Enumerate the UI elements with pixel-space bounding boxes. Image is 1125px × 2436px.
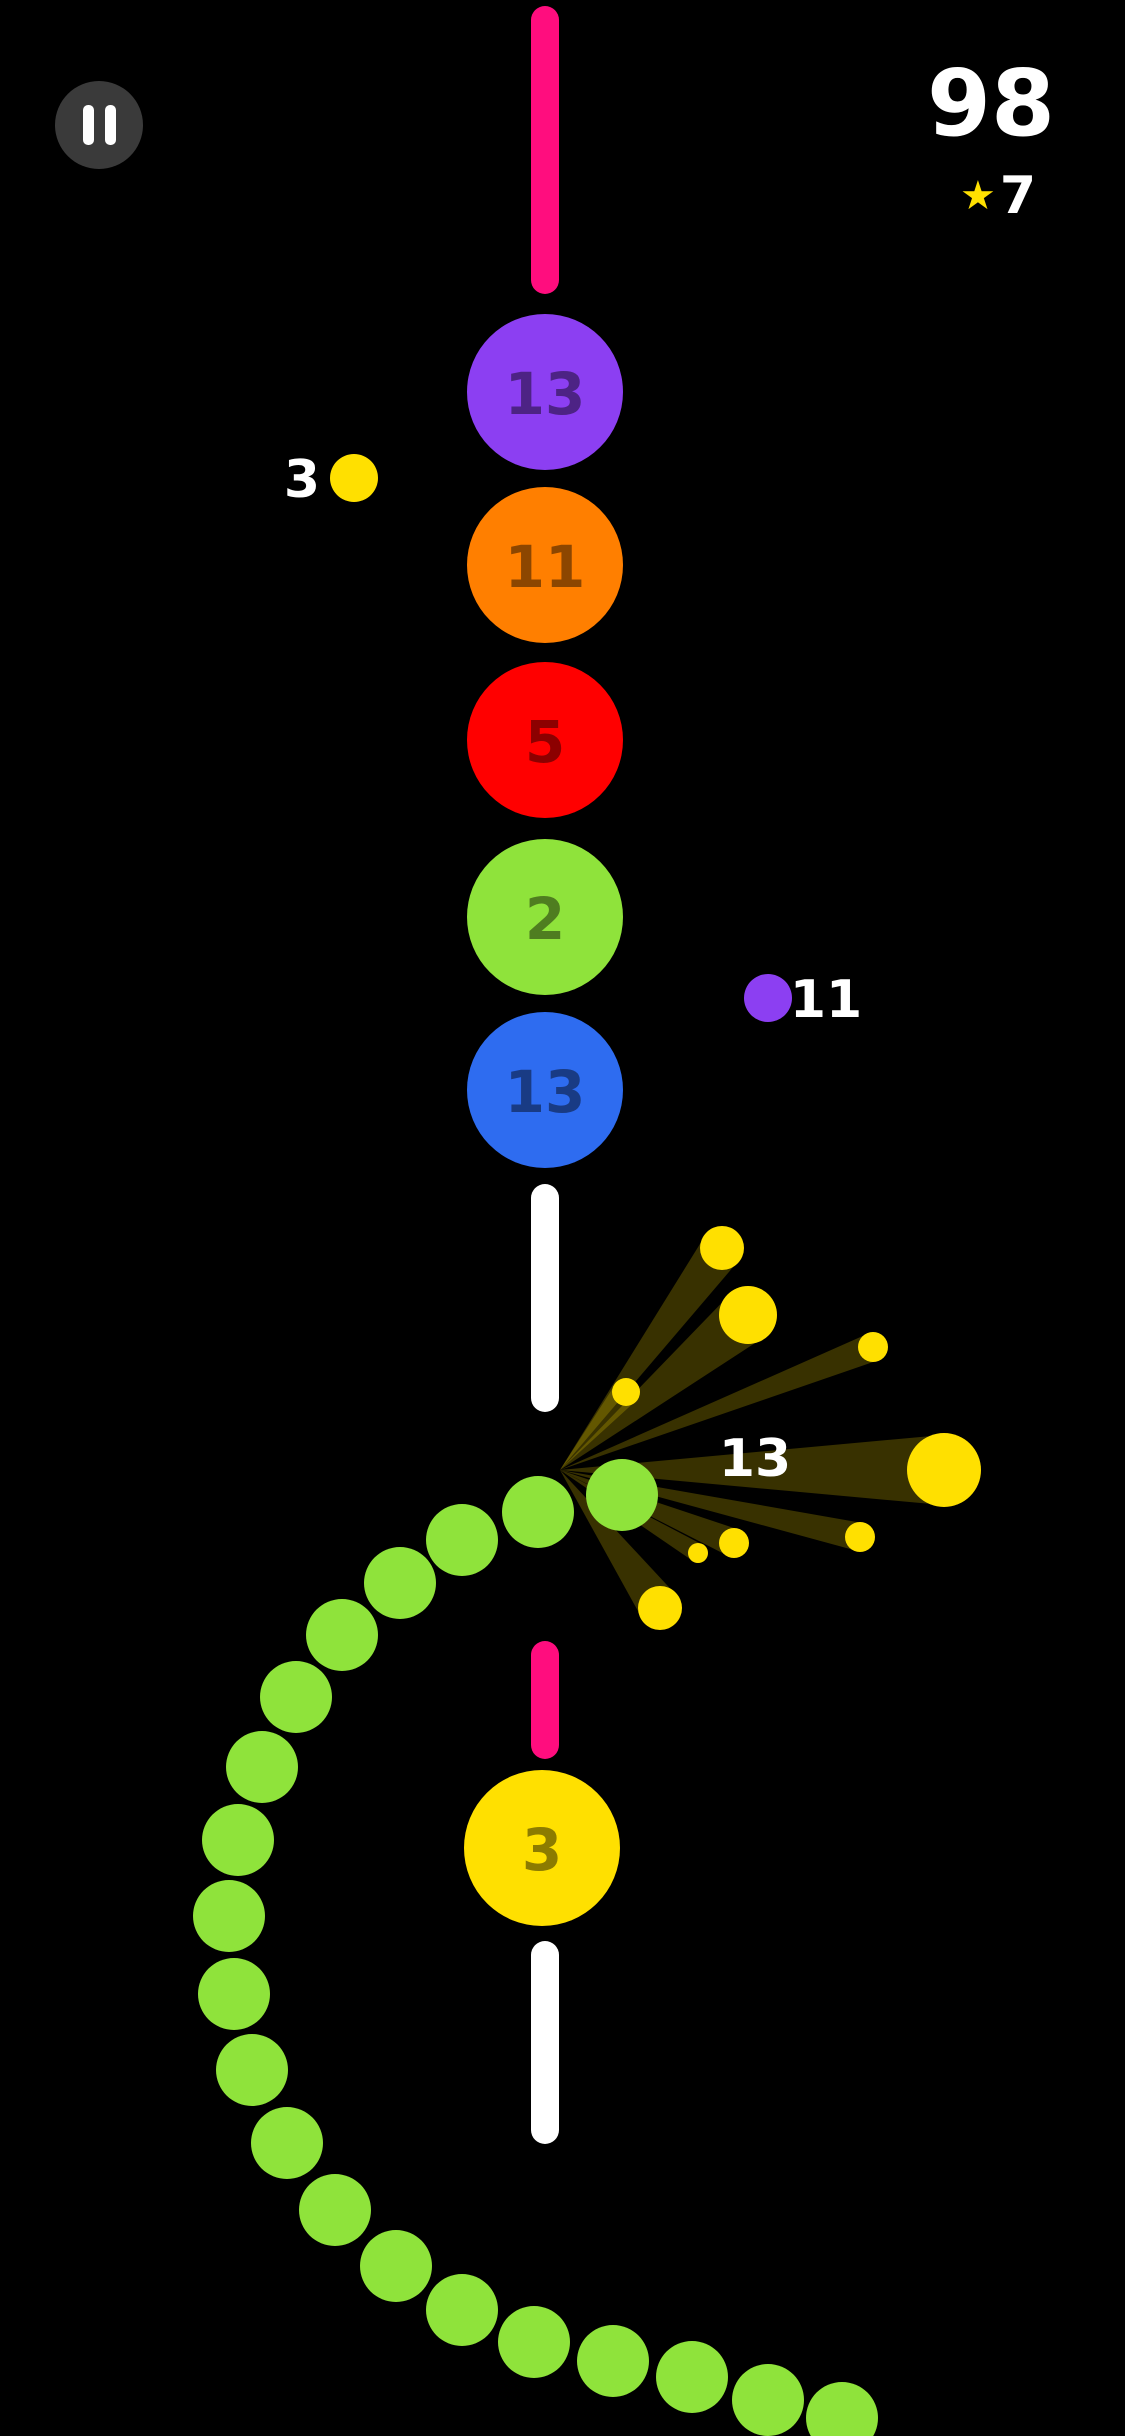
snake-segment [226,1731,298,1803]
snake-segment [251,2107,323,2179]
pickup-yellow: 3 [284,450,378,510]
barrier-block: 5 [467,662,623,818]
snake-segment [299,2174,371,2246]
barrier-circle [467,662,623,818]
burst-particle [719,1528,749,1558]
pickup-value: 11 [790,970,862,1030]
burst-value: 13 [719,1429,791,1489]
snake-segment [426,2274,498,2346]
snake-segment [202,1804,274,1876]
pickup-dot [744,974,792,1022]
pickup-dot [330,454,378,502]
pickup-purple: 11 [744,970,862,1030]
snake-segment [806,2382,878,2436]
lower-block-circle [464,1770,620,1926]
score-value: 98 [926,50,1055,157]
burst-trail [560,1333,879,1470]
snake-segment [193,1880,265,1952]
snake-segment [364,1547,436,1619]
snake-segment [426,1504,498,1576]
burst-particle [845,1522,875,1552]
star-counter: ★ 7 [960,170,1036,222]
burst-particle [907,1433,981,1507]
burst-particle [688,1543,708,1563]
barrier-number: 5 [525,708,565,776]
burst-trail [560,1383,637,1470]
barrier-circle [467,1012,623,1168]
barrier-number: 11 [505,533,586,601]
snake-segment [577,2325,649,2397]
barrier-number: 13 [505,360,586,428]
burst-trail [560,1434,944,1506]
pause-button[interactable] [55,81,143,169]
snake-segment [216,2034,288,2106]
barrier-block: 13 [467,314,623,470]
burst-particle [700,1226,744,1270]
snake-head [586,1459,658,1531]
snake-segment [502,1476,574,1548]
star-count: 7 [999,166,1036,226]
pause-icon-bar [104,105,116,145]
snake-segment [360,2230,432,2302]
snake-segment [498,2306,570,2378]
burst-particle [858,1332,888,1362]
barrier-block: 11 [467,487,623,643]
snake-segment [656,2341,728,2413]
snake-segment [306,1599,378,1671]
barrier-block: 13 [467,1012,623,1168]
barrier-circle [467,839,623,995]
burst-trail [560,1293,766,1470]
snake-segment [732,2364,804,2436]
snake-segment [198,1958,270,2030]
barrier-circle [467,487,623,643]
barrier-number: 2 [525,885,565,953]
star-icon: ★ [959,173,996,219]
barrier-block: 2 [467,839,623,995]
burst-particle [638,1586,682,1630]
pause-icon [82,105,94,145]
lower-block-number: 3 [522,1816,562,1884]
lower-block: 3 [464,1770,620,1926]
barrier-circle [467,314,623,470]
pickup-value: 3 [284,450,320,510]
snake-segment [260,1661,332,1733]
burst-particle [719,1286,777,1344]
barrier-number: 13 [505,1058,586,1126]
burst-particle [612,1378,640,1406]
burst-trail [560,1235,739,1470]
